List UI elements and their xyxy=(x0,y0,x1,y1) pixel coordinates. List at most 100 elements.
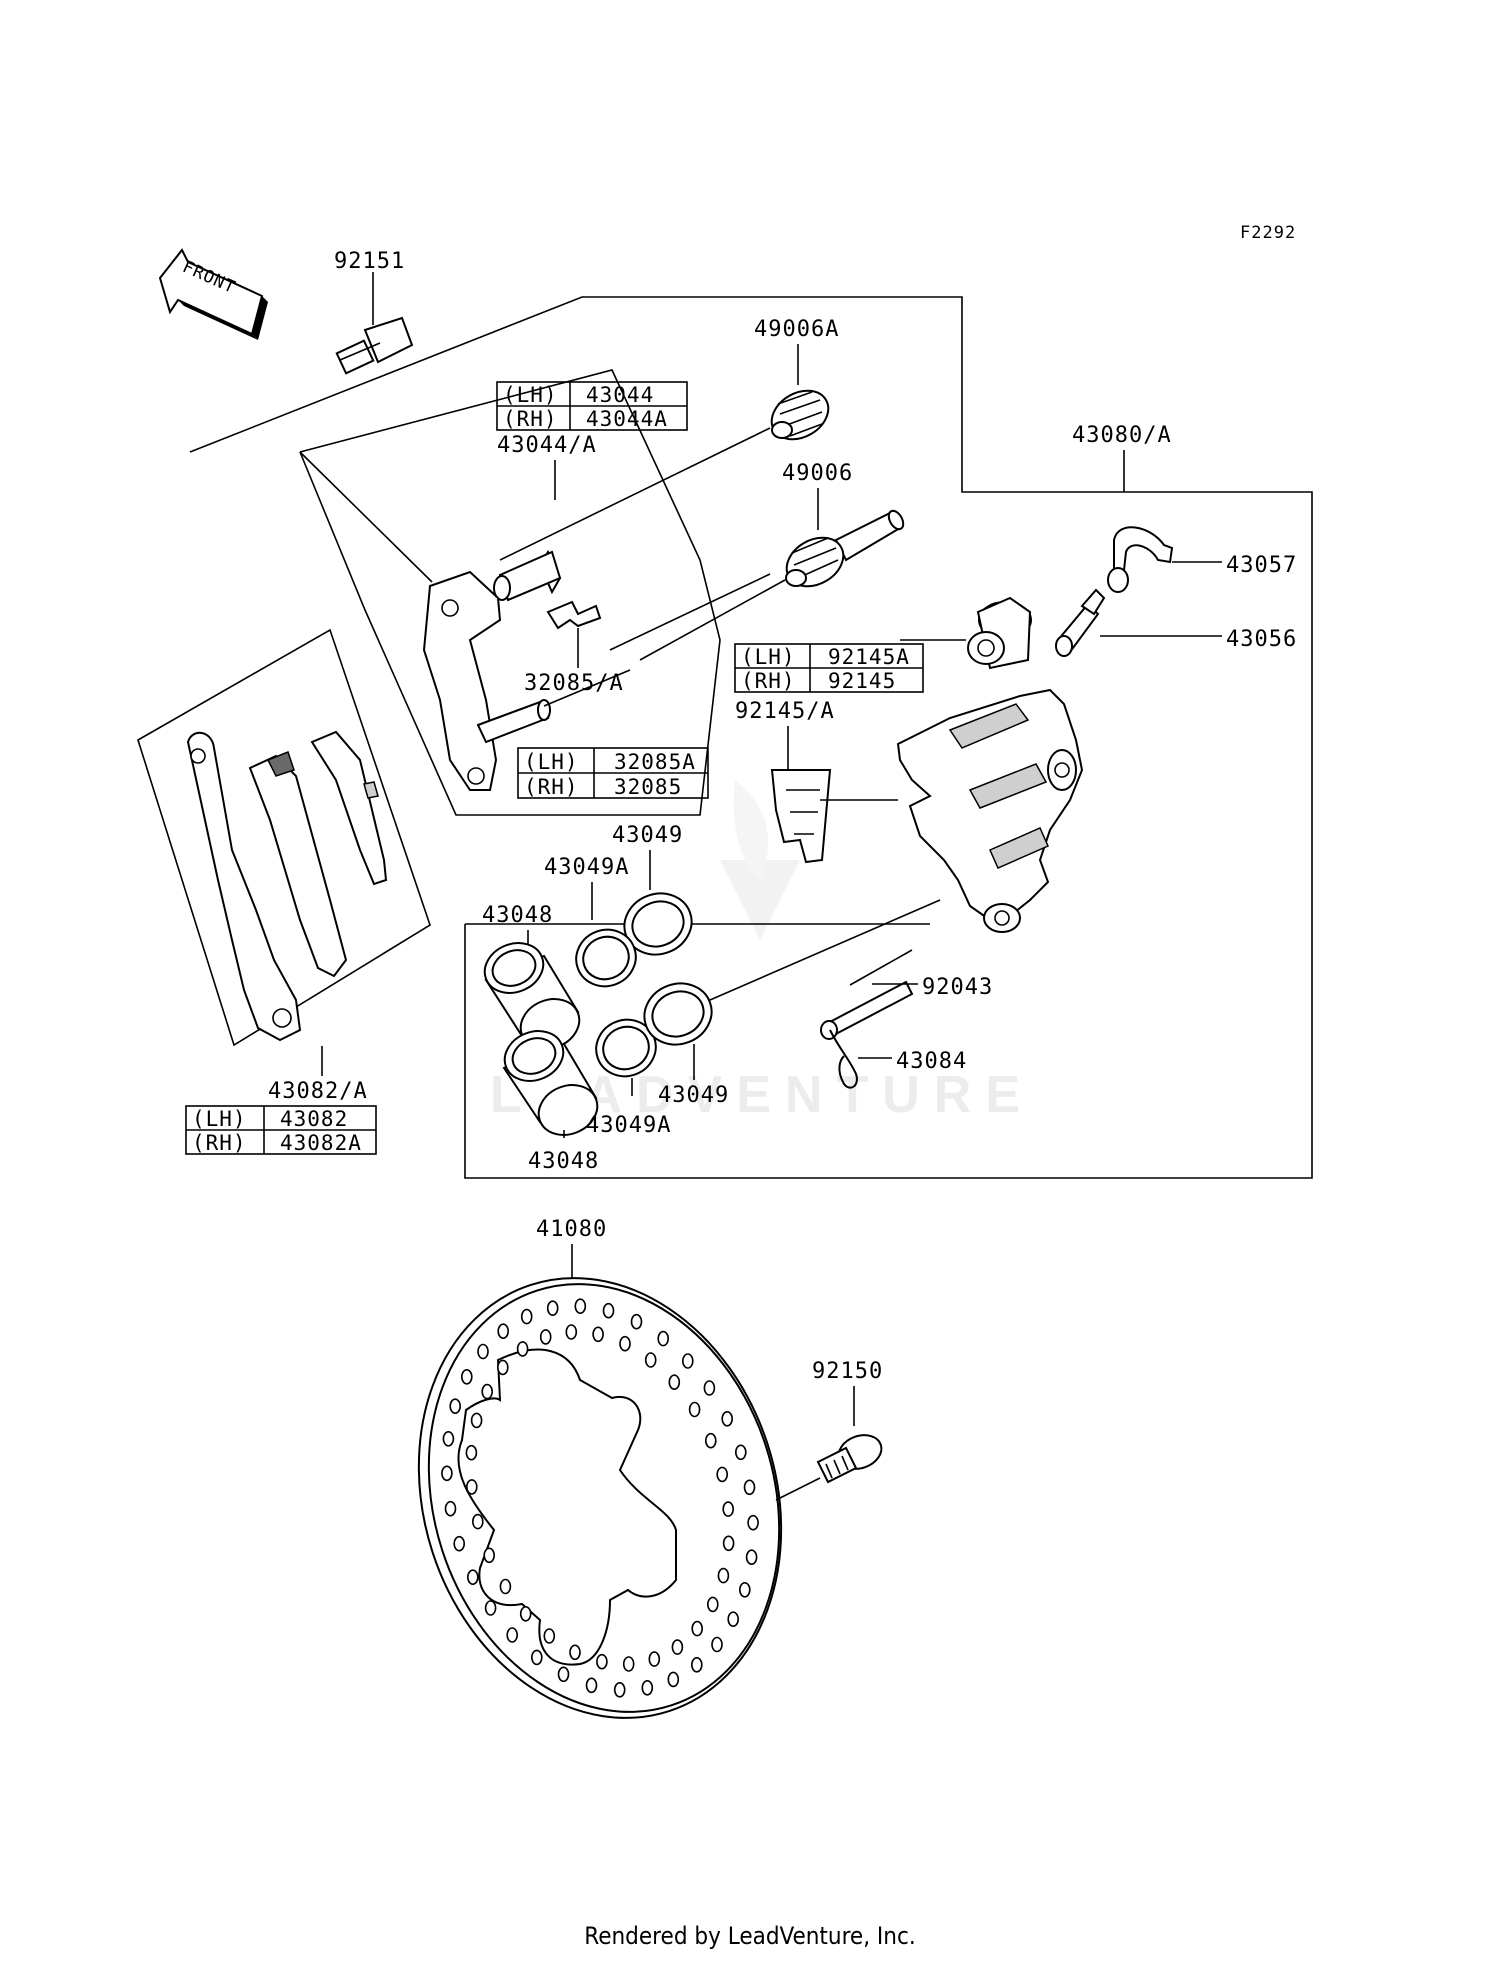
disc-hole xyxy=(465,1444,478,1461)
seal-43049A-top xyxy=(575,928,637,988)
bleeder-cap-43057 xyxy=(1107,526,1174,593)
disc-hole xyxy=(465,1479,478,1495)
svg-text:92145: 92145 xyxy=(828,669,896,693)
disc-hole xyxy=(668,1374,681,1390)
disc-hole xyxy=(453,1535,466,1552)
disc-hole xyxy=(703,1380,716,1396)
bleeder-valve-43056 xyxy=(1055,588,1106,657)
disc-hole xyxy=(460,1369,473,1385)
disc-hole xyxy=(506,1627,519,1643)
front-arrow-icon: FRONT xyxy=(158,248,268,340)
disc-hole xyxy=(704,1432,717,1449)
piston-43048-bottom xyxy=(502,1030,599,1136)
disc-hole xyxy=(497,1323,510,1339)
label-41080: 41080 xyxy=(536,1217,607,1242)
label-43080A: 43080/A xyxy=(1072,423,1172,448)
footer-credit: Rendered by LeadVenture, Inc. xyxy=(584,1922,916,1950)
svg-text:(LH): (LH) xyxy=(524,750,579,774)
disc-hole xyxy=(630,1313,643,1330)
piston-43048-top xyxy=(483,942,581,1050)
disc-hole xyxy=(688,1401,701,1418)
label-43082A: 43082/A xyxy=(268,1079,368,1104)
disc-hole xyxy=(722,1535,735,1552)
label-92145A: 92145/A xyxy=(735,699,835,724)
disc-hole xyxy=(516,1341,529,1357)
table-32085: (LH) 32085A (RH) 32085 xyxy=(517,747,709,799)
disc-hole xyxy=(477,1343,489,1360)
disc-hole xyxy=(466,1569,479,1585)
svg-text:(LH): (LH) xyxy=(503,383,558,407)
disc-hole xyxy=(557,1666,570,1683)
disc-hole xyxy=(644,1352,657,1368)
label-43048-bottom: 43048 xyxy=(528,1149,599,1174)
disc-hole xyxy=(471,1513,484,1530)
disc-hole xyxy=(681,1353,694,1369)
label-43049A-bottom: 43049A xyxy=(586,1113,671,1138)
label-32085A: 32085/A xyxy=(524,671,624,696)
svg-text:(RH): (RH) xyxy=(524,775,579,799)
disc-hole xyxy=(530,1649,543,1666)
disc-hole xyxy=(648,1651,661,1667)
disc-hole xyxy=(716,1466,729,1483)
disc-hole xyxy=(721,1411,734,1427)
label-43044A: 43044/A xyxy=(497,433,597,458)
disc-hole xyxy=(520,1308,533,1325)
disc-hole xyxy=(496,1359,509,1376)
disc-hole xyxy=(585,1677,598,1694)
watermark-logo xyxy=(720,780,800,940)
disc-hole xyxy=(483,1547,496,1564)
label-43049-bottom: 43049 xyxy=(658,1083,729,1108)
label-49006: 49006 xyxy=(782,461,853,486)
seal-43049-bottom xyxy=(643,982,713,1046)
pin-boot-49006 xyxy=(785,509,905,588)
svg-text:(RH): (RH) xyxy=(192,1131,247,1155)
pad-kit-outline xyxy=(137,628,431,1047)
brake-disc-41080 xyxy=(417,1277,783,1719)
disc-hole xyxy=(717,1567,730,1584)
disc-hole xyxy=(574,1298,587,1314)
label-43084: 43084 xyxy=(896,1049,967,1074)
caliper-body-43080 xyxy=(896,596,1084,933)
disc-hole xyxy=(565,1324,578,1340)
disc-hole xyxy=(641,1680,654,1696)
svg-text:32085: 32085 xyxy=(614,775,682,799)
disc-hole xyxy=(671,1639,684,1655)
svg-text:92145A: 92145A xyxy=(828,645,910,669)
disc-hole xyxy=(470,1412,483,1429)
boot-49006A xyxy=(770,389,830,441)
disc-hole xyxy=(546,1300,559,1316)
disc-hole xyxy=(619,1335,631,1352)
disc-hole xyxy=(706,1596,719,1613)
disc-hole xyxy=(738,1582,751,1598)
diagram-code: F2292 xyxy=(1240,223,1296,243)
label-92043: 92043 xyxy=(922,975,993,1000)
svg-text:43044: 43044 xyxy=(586,383,654,407)
disc-hole xyxy=(519,1606,532,1622)
bolt-92150 xyxy=(816,1434,883,1484)
svg-text:43082A: 43082A xyxy=(280,1131,362,1155)
label-49006A: 49006A xyxy=(754,317,839,342)
disc-hole xyxy=(667,1671,680,1688)
disc-hole xyxy=(613,1682,626,1698)
disc-hole xyxy=(441,1465,453,1482)
svg-text:(RH): (RH) xyxy=(503,407,558,431)
disc-hole xyxy=(596,1653,608,1670)
cotter-pin-43084 xyxy=(829,1029,858,1089)
disc-hole xyxy=(727,1611,740,1627)
disc-hole xyxy=(592,1326,604,1343)
disc-hole xyxy=(499,1578,512,1595)
label-43049-top: 43049 xyxy=(612,823,683,848)
svg-text:(RH): (RH) xyxy=(741,669,796,693)
disc-hole xyxy=(747,1514,759,1531)
table-43044: (LH) 43044 (RH) 43044A xyxy=(496,381,688,431)
disc-hole xyxy=(543,1628,556,1644)
table-92145: (LH) 92145A (RH) 92145 xyxy=(734,643,924,693)
label-43049A-top: 43049A xyxy=(544,855,629,880)
disc-hole xyxy=(569,1644,581,1661)
caliper-assembly-outline xyxy=(189,296,1313,1179)
disc-hole xyxy=(449,1398,462,1414)
disc-hole xyxy=(690,1657,703,1673)
bolt-92151 xyxy=(335,272,414,375)
disc-hole xyxy=(734,1444,747,1461)
label-43057: 43057 xyxy=(1226,553,1297,578)
